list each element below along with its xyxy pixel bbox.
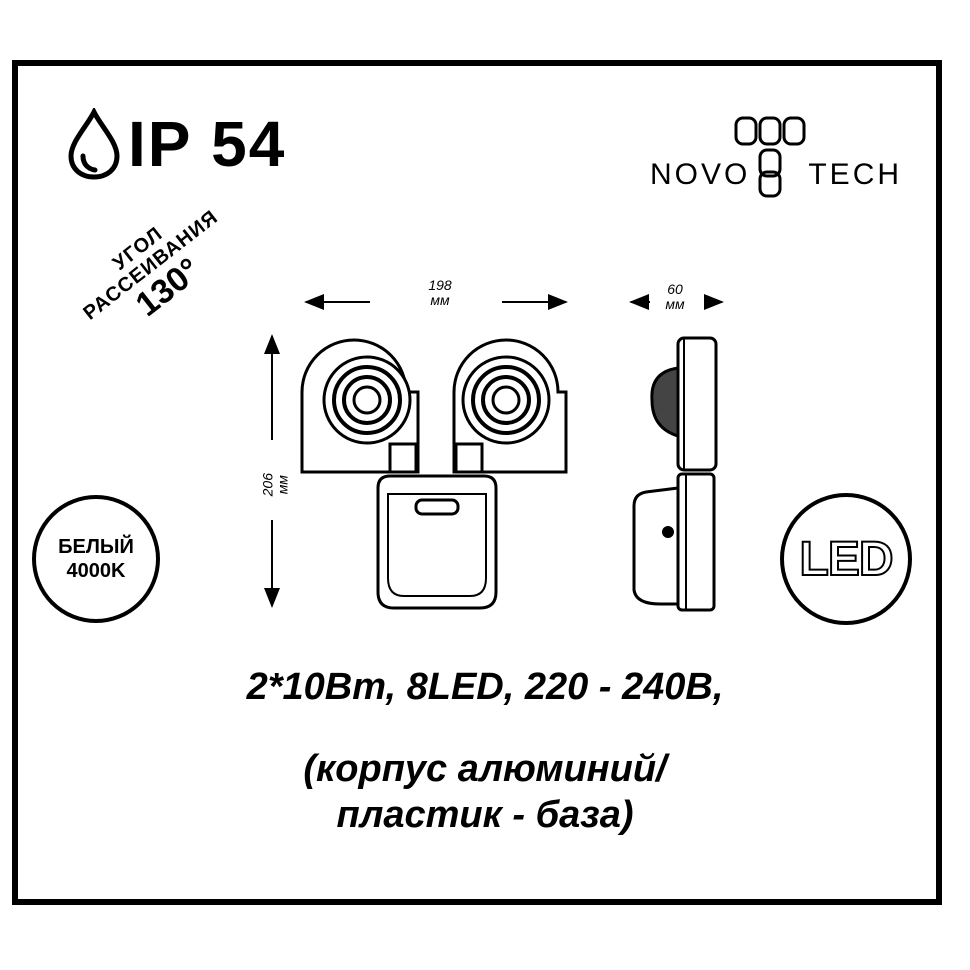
side-view bbox=[632, 336, 718, 612]
front-view bbox=[300, 338, 568, 610]
spec-material-line2: пластик - база) bbox=[336, 794, 634, 836]
depth-dimension: 60 мм bbox=[645, 282, 705, 311]
height-value: 206 bbox=[259, 473, 276, 497]
width-value: 198 bbox=[428, 277, 452, 293]
spec-power-line: 2*10Вт, 8LED, 220 - 240В, bbox=[246, 666, 724, 708]
base-face bbox=[387, 493, 487, 597]
color-badge-line1: БЕЛЫЙ bbox=[58, 536, 134, 558]
led-badge-label: LED bbox=[799, 532, 895, 587]
height-dimension: 206 мм bbox=[259, 455, 290, 515]
depth-value: 60 bbox=[667, 281, 683, 297]
side-base bbox=[676, 472, 716, 612]
ip-rating: IP 54 bbox=[128, 108, 287, 180]
depth-unit: мм bbox=[665, 295, 685, 312]
height-unit: мм bbox=[274, 475, 290, 495]
spec-material-line1: (корпус алюминий/ bbox=[303, 748, 667, 790]
side-lens bbox=[650, 366, 680, 439]
side-sensor bbox=[632, 486, 680, 606]
sensor-slot bbox=[414, 498, 460, 516]
led-badge: LED bbox=[780, 493, 912, 625]
brand-mark-icon bbox=[734, 116, 806, 198]
brand-name-right: TECH bbox=[808, 158, 903, 191]
water-drop-icon bbox=[68, 108, 120, 180]
brand-name-left: NOVO bbox=[650, 158, 751, 191]
left-lens-ring3 bbox=[352, 385, 382, 415]
side-sensor-dot bbox=[662, 526, 674, 538]
width-dimension: 198 мм bbox=[410, 278, 470, 307]
right-lens-ring3 bbox=[491, 385, 521, 415]
brand-logo: NOVO TECH bbox=[640, 110, 920, 200]
width-unit: мм bbox=[430, 291, 450, 308]
color-temperature-badge: БЕЛЫЙ 4000K bbox=[32, 495, 160, 623]
right-bracket bbox=[454, 442, 484, 474]
color-badge-line2: 4000K bbox=[66, 560, 126, 582]
left-bracket bbox=[388, 442, 418, 474]
